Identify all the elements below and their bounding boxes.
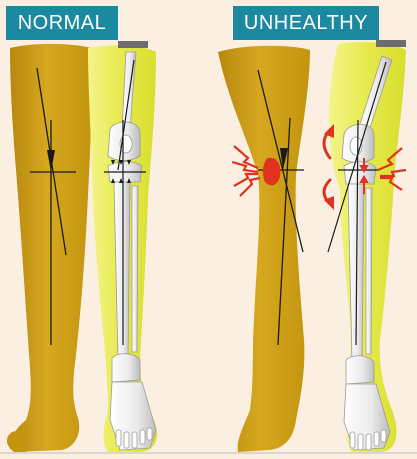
unhealthy-fibula — [366, 188, 372, 354]
unhealthy-label: UNHEALTHY — [233, 6, 379, 40]
unhealthy-top-bar — [376, 40, 406, 47]
normal-ankle — [112, 354, 140, 382]
unhealthy-leg-silhouette — [218, 46, 310, 452]
unhealthy-panel — [218, 40, 406, 452]
normal-top-bar — [118, 41, 148, 48]
normal-fibula — [132, 186, 138, 352]
normal-leg-toes — [7, 428, 28, 452]
red-arrow-icon — [324, 130, 330, 204]
unhealthy-ankle — [346, 356, 374, 384]
normal-label: NORMAL — [6, 6, 118, 40]
inflammation-spot — [263, 158, 280, 186]
normal-panel — [7, 41, 157, 452]
